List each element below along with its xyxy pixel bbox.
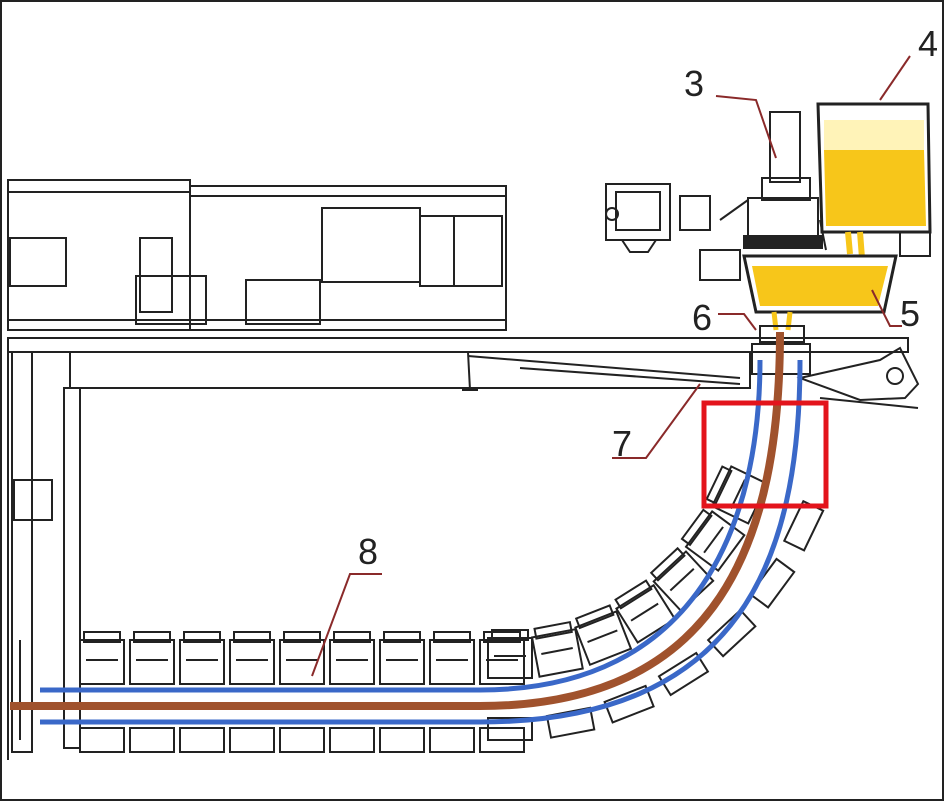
label-8: 8: [358, 531, 378, 572]
guide-segment: [487, 629, 533, 741]
ladle: [816, 102, 932, 259]
guide-segment: [79, 631, 125, 753]
guide-segment: [329, 631, 375, 753]
label-4: 4: [918, 23, 938, 64]
cast-strand: [10, 331, 784, 710]
label-6: 6: [692, 297, 712, 338]
leader-lines: [311, 55, 911, 677]
operating-floor-beam: [7, 337, 909, 760]
ladle-turret: [605, 111, 931, 281]
guide-segment: [229, 631, 275, 753]
guide-segment: [530, 620, 596, 739]
label-3: 3: [684, 63, 704, 104]
casting-platform-building: [7, 179, 507, 331]
guide-segment: [379, 631, 425, 753]
cooling-lines: [40, 359, 803, 725]
label-7: 7: [612, 423, 632, 464]
tundish-car-arm: [462, 346, 920, 409]
highlight-box: [701, 400, 829, 509]
guide-segment: [279, 631, 325, 753]
guide-segment: [129, 631, 175, 753]
guide-segment: [179, 631, 225, 753]
guide-segment: [429, 631, 475, 753]
guide-segment: [574, 604, 655, 724]
guide-segment: [614, 579, 710, 697]
label-5: 5: [900, 293, 920, 334]
